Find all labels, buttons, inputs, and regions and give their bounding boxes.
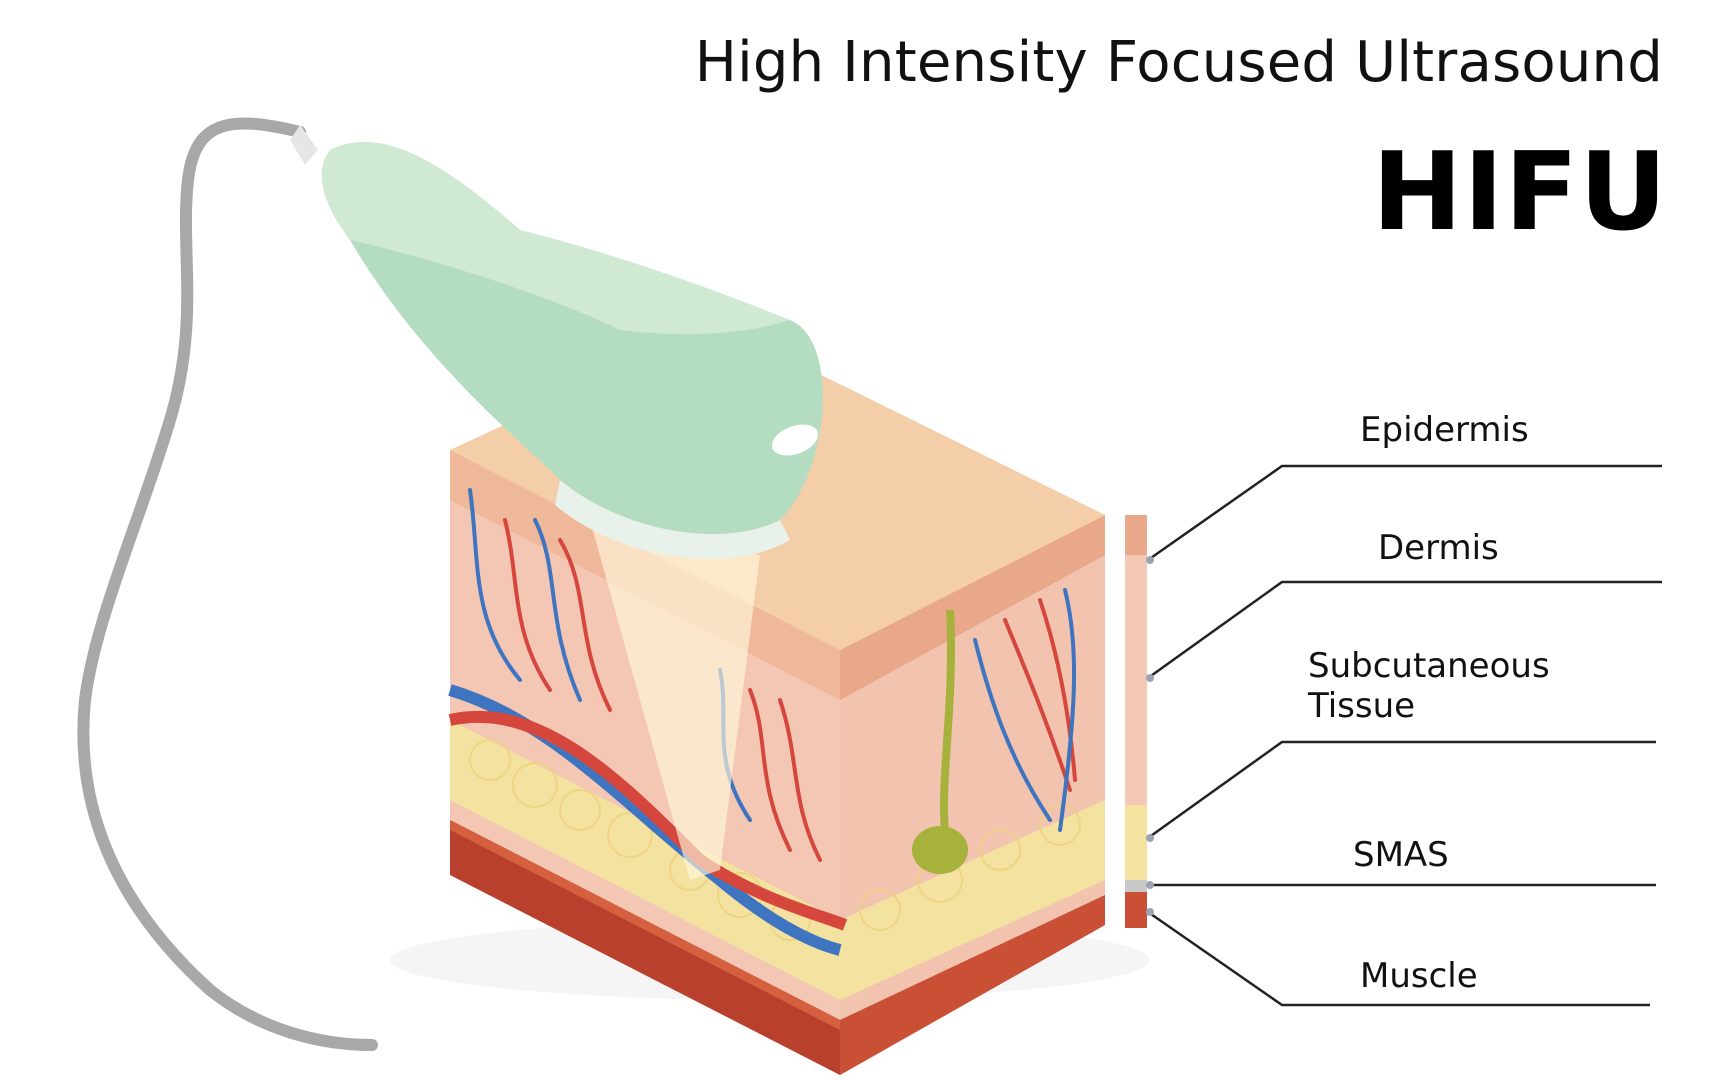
layer-scale-bar [1125,515,1147,928]
subcutaneous-leader [1147,740,1656,840]
label-muscle: Muscle [1360,956,1478,996]
diagram-title: HIFU [1371,130,1668,255]
ultrasound-beam [590,520,760,880]
label-epidermis: Epidermis [1360,410,1529,450]
leader-lines [1147,464,1662,1007]
ultrasound-probe [290,125,823,559]
diagram-subtitle: High Intensity Focused Ultrasound [694,30,1663,95]
probe-cable [77,117,378,1051]
epidermis-leader [1147,464,1662,562]
label-dermis: Dermis [1378,528,1499,568]
dermis-leader [1147,580,1662,680]
muscle-leader [1147,910,1650,1007]
label-subcutaneous-tissue: Subcutaneous Tissue [1308,646,1550,726]
label-smas: SMAS [1353,835,1449,875]
